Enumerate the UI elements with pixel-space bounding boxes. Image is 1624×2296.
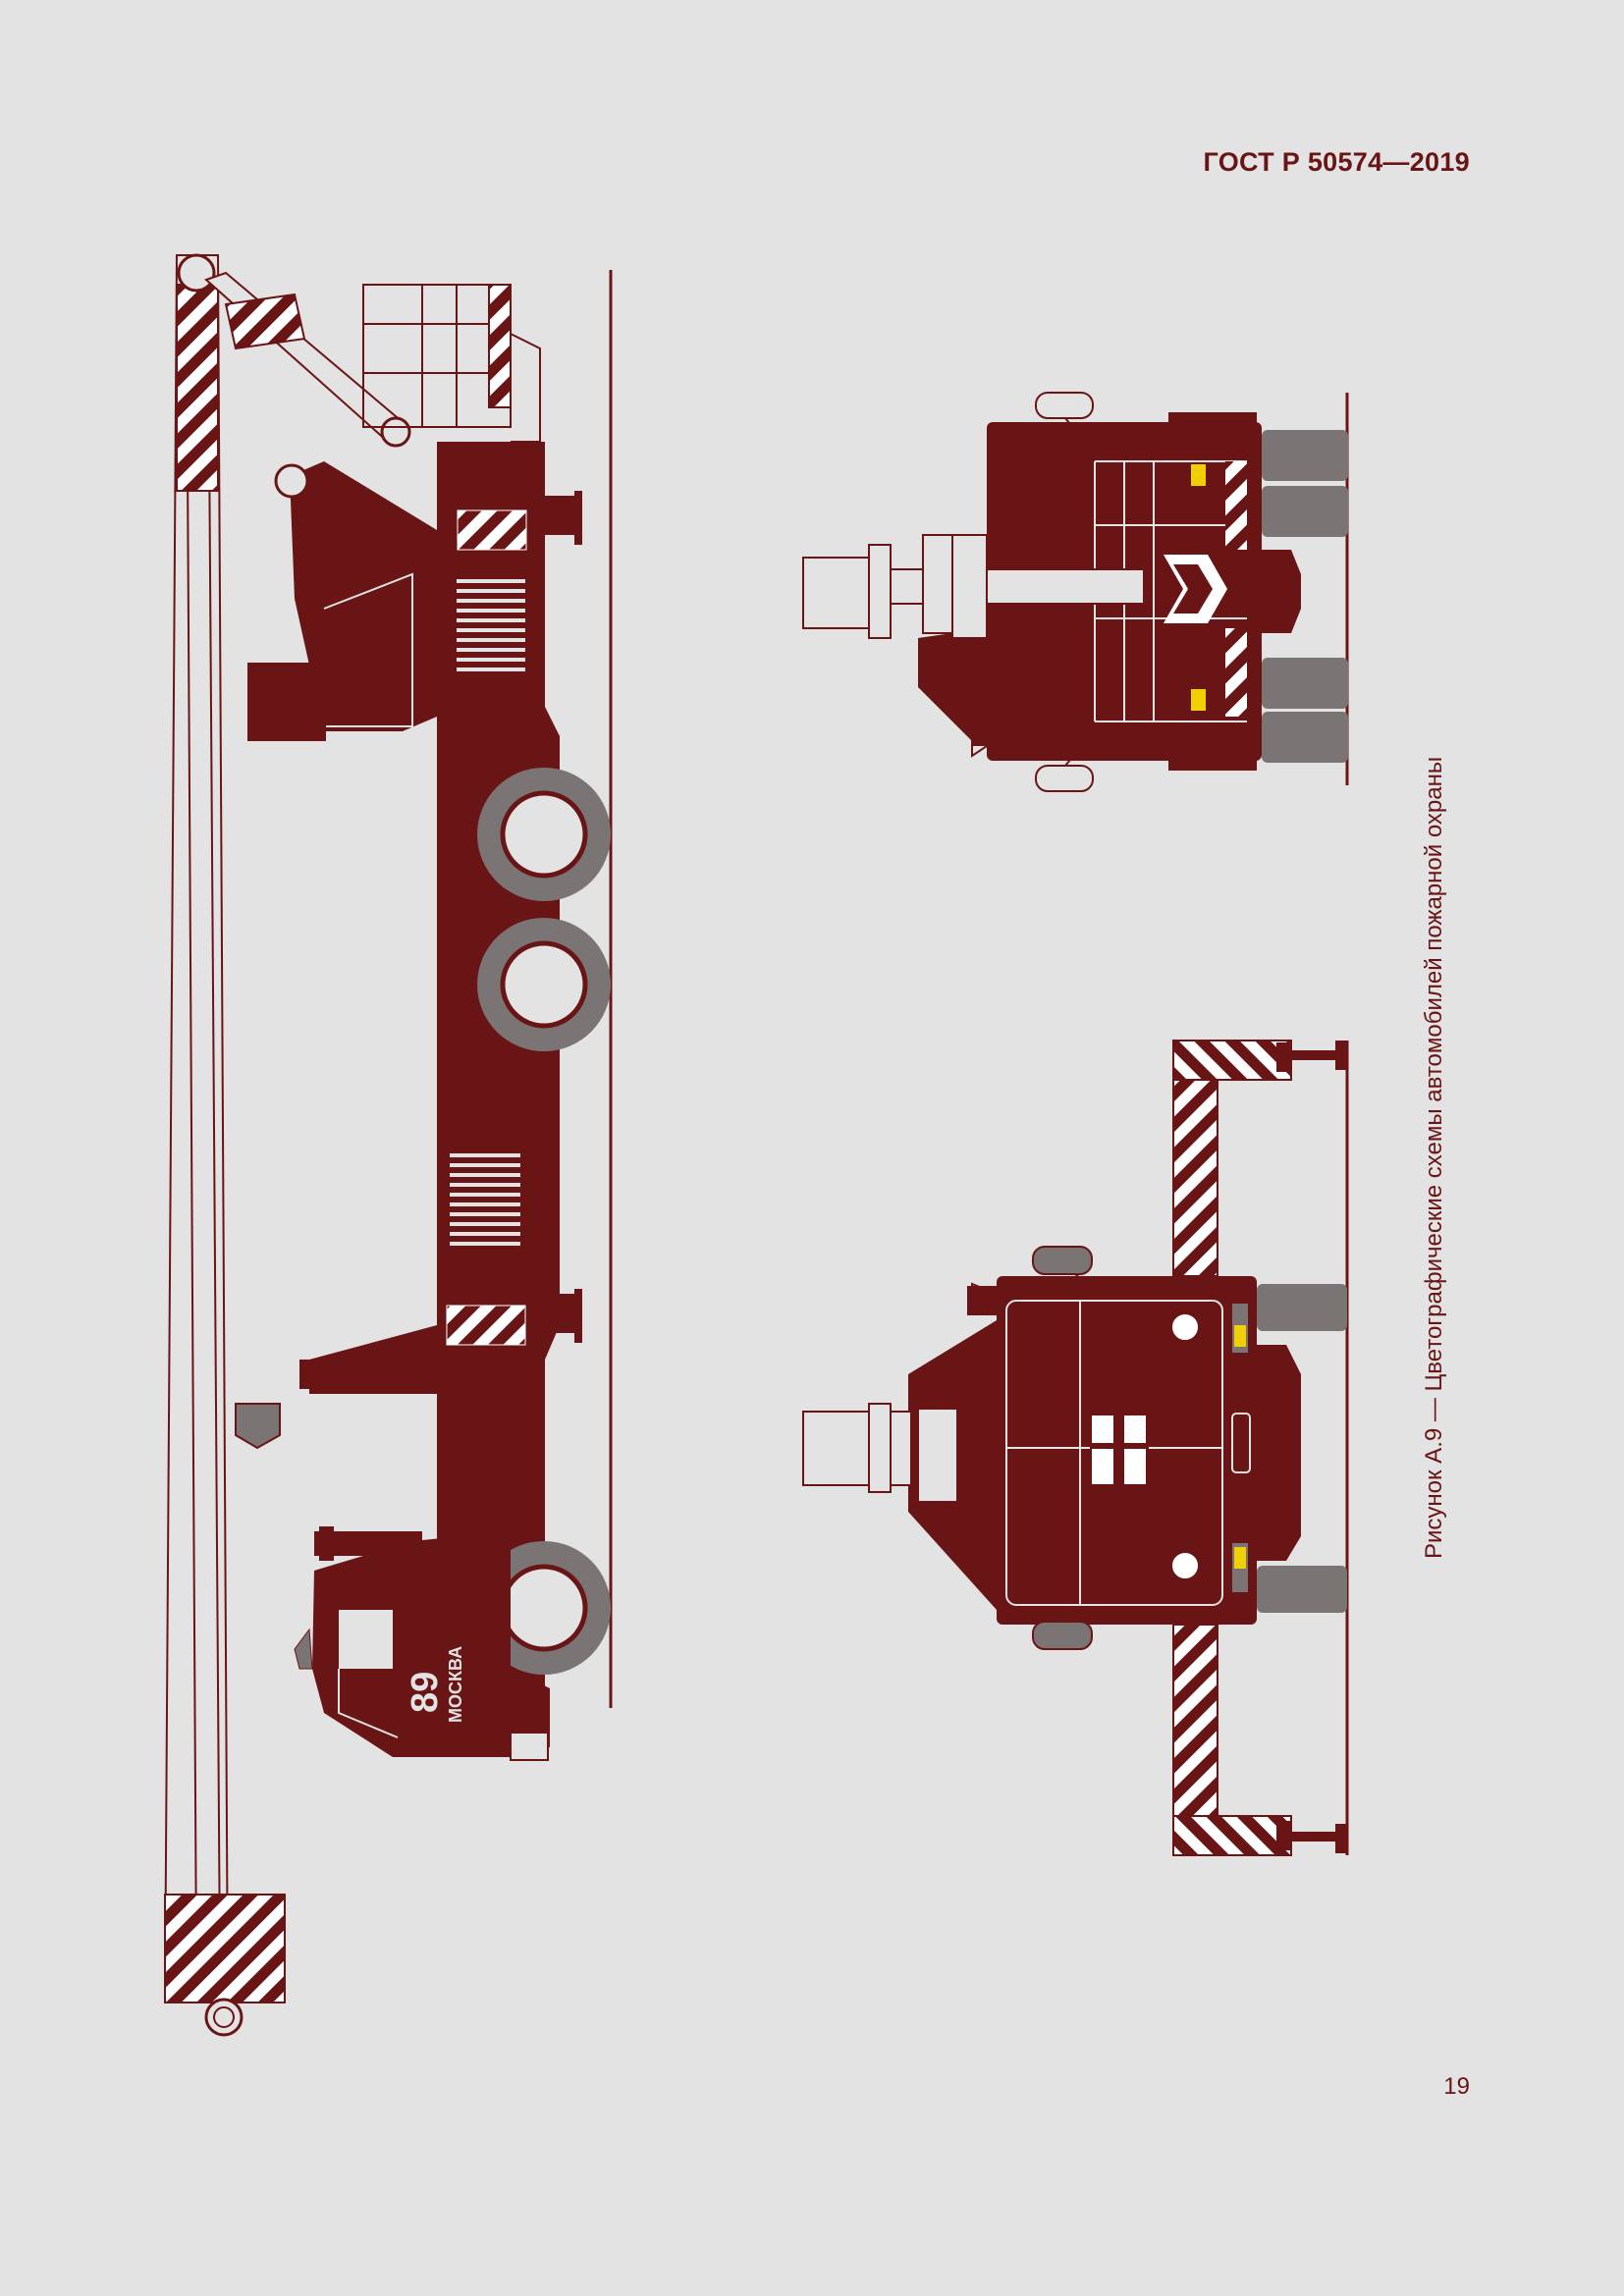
side-view: 89 МОСКВА bbox=[163, 253, 613, 2037]
vehicle-city: МОСКВА bbox=[446, 1646, 465, 1723]
rear-wheel-1 bbox=[477, 768, 611, 901]
rear-boom-beam bbox=[843, 568, 1145, 605]
boom-hatch-top bbox=[176, 284, 219, 492]
document-code-header: ГОСТ Р 50574—2019 bbox=[1203, 147, 1470, 177]
cab-window bbox=[339, 1610, 393, 1669]
headlight-top bbox=[1170, 1312, 1200, 1342]
amber-light-bottom bbox=[1191, 689, 1206, 711]
front-view bbox=[802, 1040, 1349, 1856]
rear-view bbox=[802, 392, 1349, 792]
vehicle-number: 89 bbox=[405, 1672, 446, 1713]
headlight-bottom bbox=[1170, 1551, 1200, 1580]
boom-rest bbox=[235, 1403, 281, 1450]
figure-caption: Рисунок А.9 — Цветографические схемы авт… bbox=[1421, 756, 1447, 1559]
page-number: 19 bbox=[1443, 2073, 1470, 2100]
rear-wheel-2 bbox=[477, 918, 611, 1051]
boom-pivot-bottom bbox=[204, 1998, 244, 2037]
front-boom-end bbox=[802, 1411, 912, 1486]
boom-pivot-top bbox=[177, 253, 216, 293]
upper-arm bbox=[204, 271, 405, 444]
side-grille-bottom bbox=[450, 1153, 520, 1246]
amber-light-top bbox=[1191, 464, 1206, 486]
turntable bbox=[290, 461, 437, 731]
boom bbox=[163, 254, 230, 2003]
chassis-frame bbox=[437, 442, 560, 1698]
side-grille-top bbox=[457, 579, 525, 671]
boom-hatch-bottom bbox=[164, 1894, 286, 2003]
cab bbox=[312, 1531, 550, 1757]
